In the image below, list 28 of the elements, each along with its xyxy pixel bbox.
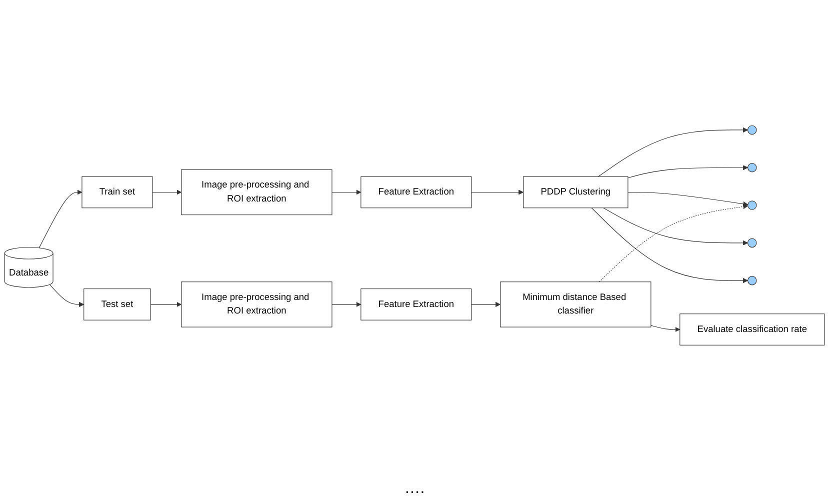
arrow — [603, 207, 748, 246]
arrow — [628, 192, 748, 206]
node-box: Feature Extraction — [360, 288, 472, 320]
node-box: Minimum distance Based classifier — [500, 281, 652, 327]
arrow — [332, 189, 362, 194]
node-box: Feature Extraction — [360, 176, 472, 208]
node-circle — [747, 162, 757, 172]
node-box: Train set — [82, 176, 153, 208]
arrow — [152, 189, 182, 194]
node-box: Test set — [84, 288, 151, 320]
arrow — [598, 127, 748, 176]
node-box: PDDP Clustering — [523, 176, 628, 208]
arrow — [628, 164, 748, 178]
arrow — [332, 302, 362, 307]
node-circle — [747, 276, 757, 285]
node-box: Evaluate classification rate — [680, 313, 825, 346]
node-box: Image pre-processing and ROI extraction — [181, 168, 332, 215]
arrow — [49, 284, 84, 307]
arrow — [471, 189, 524, 194]
node-box: Image pre-processing and ROI extraction — [181, 281, 332, 327]
arrow — [150, 302, 182, 307]
node-circle — [747, 124, 757, 134]
arrow — [38, 189, 82, 248]
arrow — [650, 324, 680, 332]
node-circle — [747, 200, 757, 210]
node-circle — [747, 238, 757, 248]
arrow — [471, 302, 501, 307]
ellipsis-label: …. — [404, 480, 425, 497]
